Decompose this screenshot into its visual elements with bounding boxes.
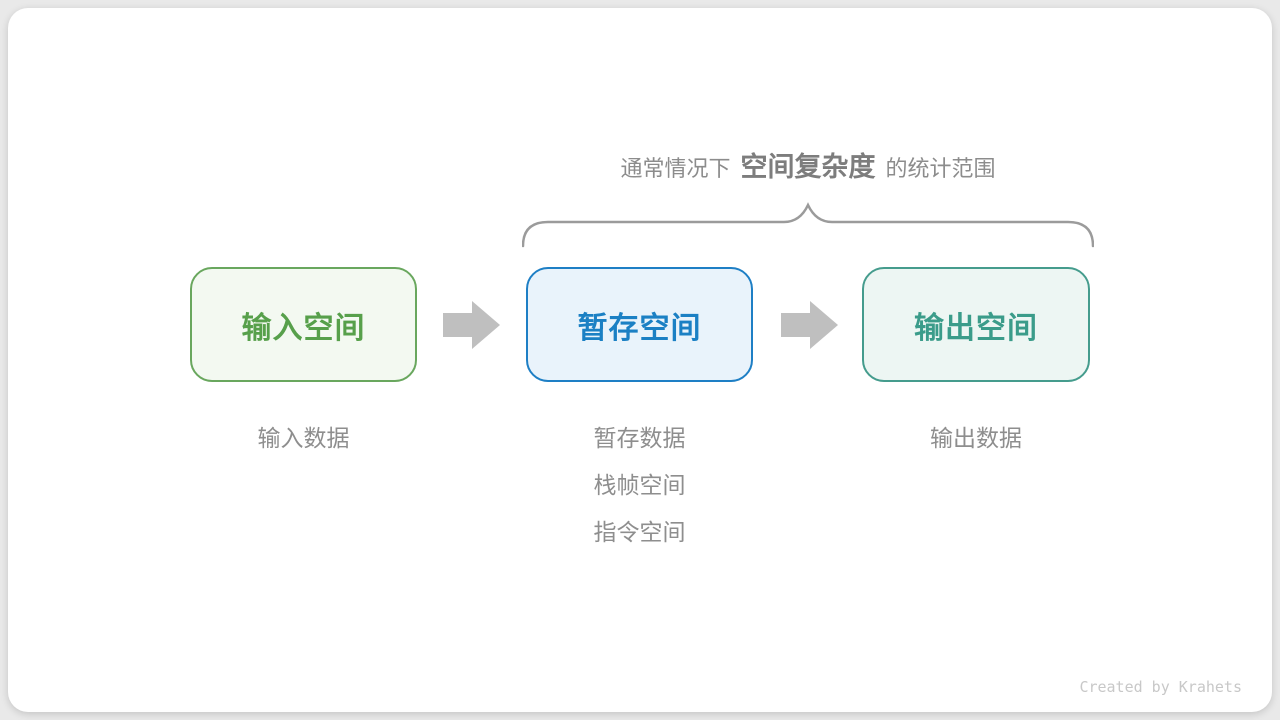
box-temp-space-label: 暂存空间	[577, 311, 702, 345]
label-output-data: 输出数据	[930, 425, 1022, 451]
label-stack-frame-space: 栈帧空间	[593, 472, 686, 498]
input-space-items: 输入数据	[190, 415, 417, 462]
caption-highlight: 空间复杂度	[740, 152, 876, 182]
credit-text: Created by Krahets	[1079, 678, 1242, 696]
diagram-card: 通常情况下空间复杂度的统计范围 输入空间 暂存空间 输出空间 输入数据 暂存数据…	[8, 8, 1272, 712]
label-input-data: 输入数据	[257, 425, 350, 451]
right-arrow-icon	[781, 301, 838, 349]
caption: 通常情况下空间复杂度的统计范围	[400, 150, 1216, 186]
label-temp-data: 暂存数据	[593, 425, 686, 451]
box-input-space: 输入空间	[190, 267, 417, 382]
box-temp-space: 暂存空间	[526, 267, 753, 382]
output-space-items: 输出数据	[862, 415, 1090, 462]
right-arrow-icon	[443, 301, 500, 349]
temp-space-items: 暂存数据 栈帧空间 指令空间	[526, 415, 753, 556]
curly-brace-icon	[522, 202, 1094, 248]
label-instruction-space: 指令空间	[593, 519, 686, 545]
box-output-space: 输出空间	[862, 267, 1090, 382]
box-input-space-label: 输入空间	[241, 311, 366, 345]
box-output-space-label: 输出空间	[914, 311, 1038, 345]
caption-suffix: 的统计范围	[885, 156, 996, 181]
caption-prefix: 通常情况下	[620, 156, 731, 181]
